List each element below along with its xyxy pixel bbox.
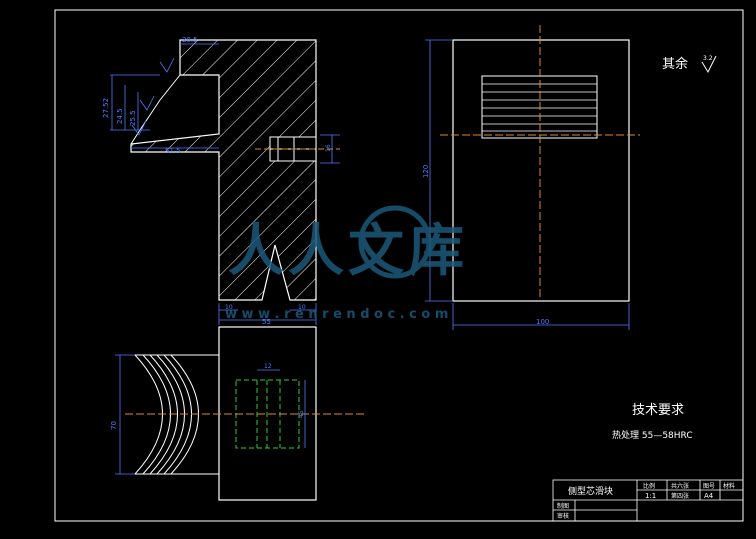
- watermark-url: w w w . r e n r e n d o c . c o m: [225, 307, 448, 322]
- tech-req-text: 热处理 55—58HRC: [612, 429, 693, 441]
- dim-bottom-width: 51.5: [165, 147, 181, 155]
- dim-100: 100: [536, 318, 549, 326]
- roughness-symbol: [701, 55, 717, 74]
- side-outline: [452, 39, 630, 302]
- roughness-note: 其余: [662, 56, 688, 72]
- scale-value: 1:1: [645, 492, 656, 500]
- dim-55: 55: [262, 318, 271, 326]
- checked-label: 审核: [557, 512, 569, 520]
- sheets-label: 共六张: [671, 482, 689, 490]
- dim-16: 16: [325, 144, 332, 152]
- roughness-value: 3.2: [703, 55, 713, 62]
- dim-25: 25.5: [129, 110, 137, 126]
- dim-10a: 10: [225, 304, 233, 311]
- watermark-brand: 人人文库: [228, 219, 468, 284]
- dim-12: 12: [264, 363, 272, 370]
- top-view: 70 12 45: [110, 326, 365, 501]
- front-view: 28.5 27.52 24.5 25.5 51.5 16 55 10 10: [102, 36, 340, 326]
- angled-face: [130, 40, 181, 145]
- dim-10b: 10: [298, 304, 306, 311]
- drawing-no-label: 图号: [703, 483, 715, 490]
- tech-req-title: 技术要求: [632, 403, 684, 418]
- dim-120: 120: [422, 165, 430, 178]
- size-value: A4: [704, 492, 714, 500]
- drawn-label: 制图: [557, 502, 569, 510]
- dim-top-width: 28.5: [182, 36, 198, 44]
- material-label: 材料: [723, 482, 735, 490]
- watermark: 人人文库 w w w . r e n r e n d o c . c o m: [225, 205, 468, 322]
- dim-24: 24.5: [116, 108, 124, 124]
- dim-27: 27.52: [102, 98, 110, 118]
- dim-70: 70: [110, 421, 118, 430]
- scale-label: 比例: [643, 482, 655, 490]
- side-view: 120 100 其余 3.2: [422, 25, 717, 330]
- section-body: [130, 39, 317, 301]
- sheet-no: 第四张: [671, 492, 689, 500]
- drawing-border: [54, 9, 744, 522]
- part-name: 侧型芯滑块: [568, 485, 613, 497]
- dim-45: 45: [298, 410, 305, 418]
- title-block: [552, 479, 744, 522]
